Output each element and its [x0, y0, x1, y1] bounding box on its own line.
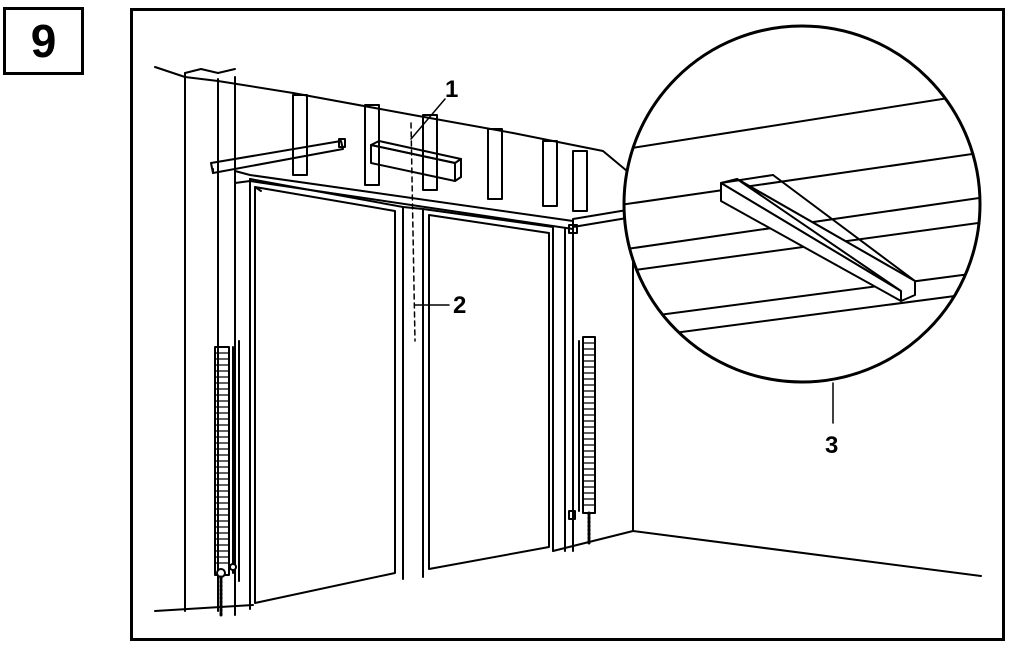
callout-1: 1: [445, 76, 458, 103]
floor-line: [154, 604, 254, 612]
door-panel-left: [254, 186, 396, 604]
illustration-frame: 1 2 3: [130, 8, 1005, 641]
left-jamb: [184, 68, 236, 616]
step-number: 9: [30, 15, 57, 67]
callout-3: 3: [825, 432, 838, 459]
right-spring: [568, 336, 596, 547]
door-frame: [249, 178, 554, 610]
leader-1: [410, 98, 446, 140]
callout-2: 2: [453, 292, 466, 319]
step-number-box: 9: [3, 7, 84, 75]
mounting-bracket: [370, 140, 462, 182]
left-track-rail: [210, 138, 346, 174]
right-jamb: [564, 226, 574, 552]
door-panel-right: [428, 214, 550, 570]
garage-door-illustration: 1 2 3: [154, 24, 982, 617]
detail-magnifier: [622, 24, 982, 384]
center-line: [410, 122, 416, 342]
left-spring: [214, 340, 240, 617]
header-studs: [292, 94, 588, 212]
